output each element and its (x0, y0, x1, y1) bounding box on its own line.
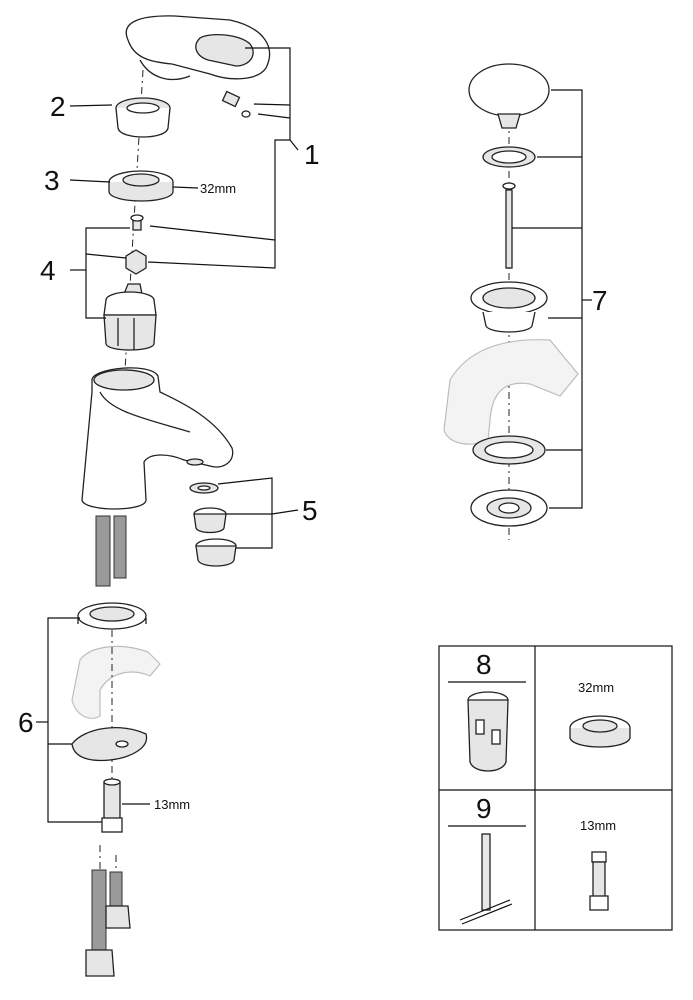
callout-4: 4 (40, 255, 56, 286)
cover-cap (115, 97, 171, 138)
waste-flange (470, 281, 548, 333)
basin-outline (71, 645, 161, 719)
aerator-washer (189, 482, 219, 494)
supply-hoses (85, 845, 131, 977)
callout-9: 9 (476, 793, 492, 824)
leader-lines-right (512, 89, 592, 509)
cartridge (103, 283, 157, 351)
box-shank (589, 851, 609, 911)
plug-seal (482, 146, 536, 168)
cartridge-screw (130, 214, 144, 231)
callout-2: 2 (50, 91, 66, 122)
box-nut (569, 715, 631, 748)
dim-box-32mm: 32mm (578, 680, 614, 695)
threaded-shank (101, 778, 123, 833)
waste-body-nut (470, 489, 548, 527)
lever-handle (125, 15, 271, 81)
basin-outline-right (443, 339, 579, 445)
body-hoses (95, 515, 127, 587)
waste-washer (472, 435, 546, 465)
hex-nut (108, 170, 174, 202)
dim-box-13mm: 13mm (580, 818, 616, 833)
spindle-adapter (125, 249, 147, 275)
socket-tool (467, 691, 509, 772)
hex-key-tool (459, 833, 513, 925)
leader-lines-left (36, 47, 299, 823)
mounting-ring (77, 602, 147, 630)
aerator-housing (195, 538, 237, 567)
dim-shank-13mm: 13mm (154, 797, 190, 812)
faucet-body (81, 367, 234, 510)
callout-7: 7 (592, 285, 608, 316)
callout-1: 1 (304, 139, 320, 170)
waste-plug-cap (468, 63, 550, 129)
plug-rod (502, 182, 516, 269)
fixing-plate (71, 727, 148, 762)
callout-6: 6 (18, 707, 34, 738)
callout-5: 5 (302, 495, 318, 526)
grub-screw (221, 90, 251, 118)
dim-nut-32mm: 32mm (200, 181, 236, 196)
callout-3: 3 (44, 165, 60, 196)
tool-box (438, 645, 673, 931)
aerator-insert (193, 507, 227, 534)
callout-8: 8 (476, 649, 492, 680)
